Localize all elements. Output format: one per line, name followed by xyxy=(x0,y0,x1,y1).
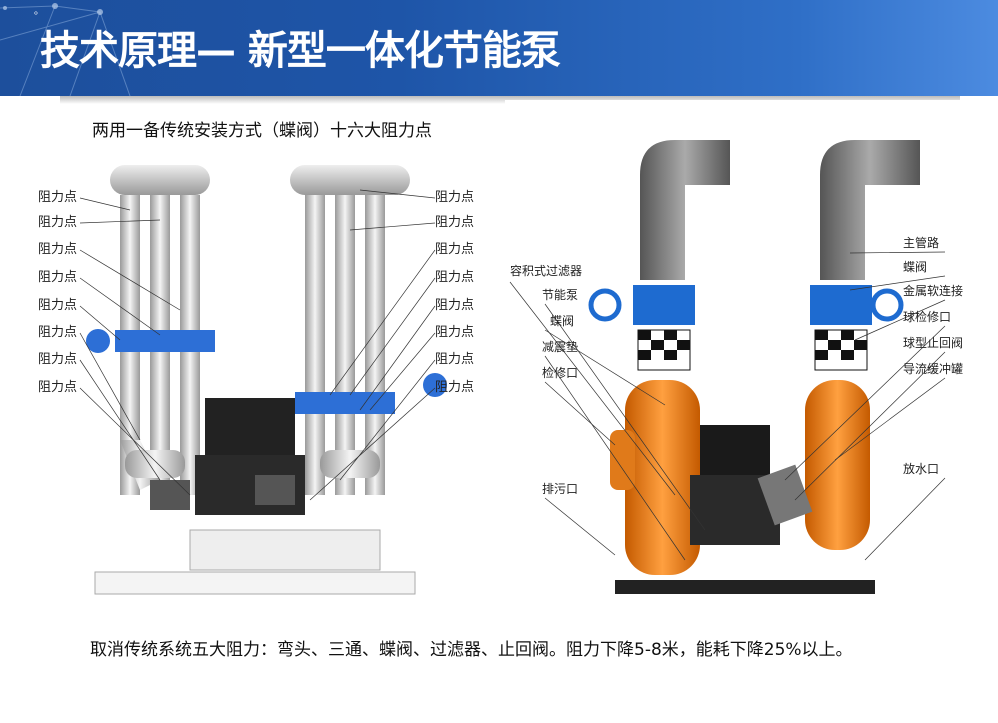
damping-pad-label: 减震垫 xyxy=(542,340,579,354)
resistance-point-label: 阻力点 xyxy=(38,190,78,205)
resistance-point-label: 阻力点 xyxy=(38,298,78,313)
slide-header: 。 技术原理— 新型一体化节能泵 xyxy=(0,0,998,96)
resistance-point-label: 阻力点 xyxy=(435,270,475,285)
resistance-point-label: 阻力点 xyxy=(38,380,78,395)
buffer-tank-label: 导流缓冲罐 xyxy=(903,362,964,376)
butterfly-valve-label: 蝶阀 xyxy=(550,314,575,328)
resistance-point-label: 阻力点 xyxy=(38,215,78,230)
filter-label: 容积式过滤器 xyxy=(510,264,583,278)
integrated-pump-diagram xyxy=(509,140,946,594)
resistance-point-label: 阻力点 xyxy=(38,242,78,257)
network-decoration-icon xyxy=(0,3,131,96)
resistance-point-label: 阻力点 xyxy=(38,325,78,340)
inspection-port-label: 检修口 xyxy=(542,366,579,380)
resistance-point-label: 阻力点 xyxy=(435,215,475,230)
resistance-point-label: 阻力点 xyxy=(435,380,475,395)
slide-title: 技术原理— 新型一体化节能泵 xyxy=(40,28,561,74)
resistance-point-label: 阻力点 xyxy=(38,270,78,285)
butterfly-valve-label: 蝶阀 xyxy=(903,260,928,274)
energy-saving-pump-label: 节能泵 xyxy=(542,288,579,302)
metal-soft-joint-label: 金属软连接 xyxy=(903,284,964,298)
resistance-point-label: 阻力点 xyxy=(435,242,475,257)
figure-title: 两用一备传统安装方式（蝶阀）十六大阻力点 xyxy=(92,120,432,142)
check-valve-label: 球型止回阀 xyxy=(903,336,964,350)
main-pipe-label: 主管路 xyxy=(903,236,940,250)
resistance-point-label: 阻力点 xyxy=(435,352,475,367)
integrated-pump-figure: 容积式过滤器 节能泵 蝶阀 减震垫 检修口 排污口 主管路 蝶阀 金属软连接 球… xyxy=(505,100,980,600)
water-outlet-label: 放水口 xyxy=(903,462,940,476)
traditional-installation-figure: 两用一备传统安装方式（蝶阀）十六大阻力点 阻力点 阻力点 阻力点 阻力点 阻力点… xyxy=(30,110,474,610)
resistance-point-label: 阻力点 xyxy=(435,298,475,313)
traditional-pump-diagram xyxy=(79,165,447,595)
ball-inspection-port-label: 球检修口 xyxy=(903,310,952,324)
drain-outlet-label: 排污口 xyxy=(542,482,579,496)
slide-caption: 取消传统系统五大阻力：弯头、三通、蝶阀、过滤器、止回阀。阻力下降5-8米，能耗下… xyxy=(90,640,853,660)
resistance-point-label: 阻力点 xyxy=(435,190,475,205)
bullet-dot: 。 xyxy=(34,6,44,17)
resistance-point-label: 阻力点 xyxy=(435,325,475,340)
resistance-point-label: 阻力点 xyxy=(38,352,78,367)
